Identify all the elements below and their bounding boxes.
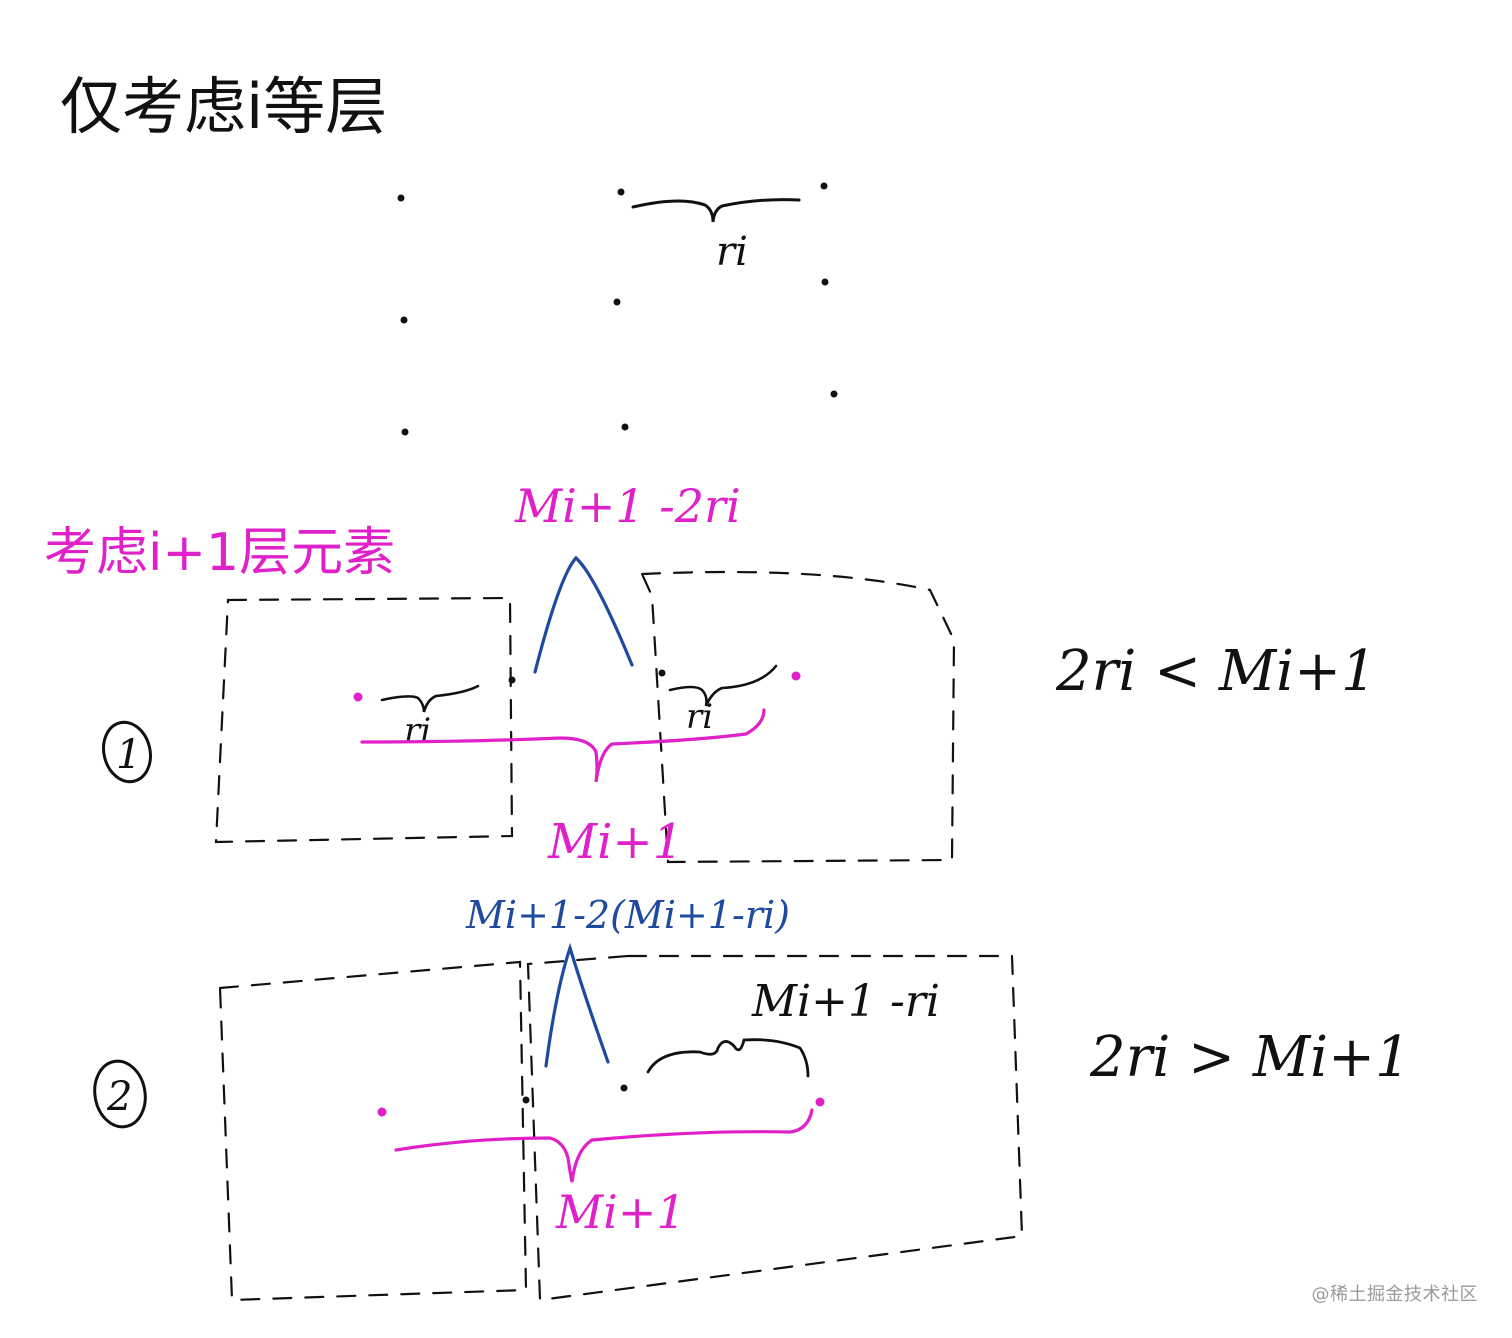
case1-number: 1 <box>116 732 141 778</box>
case2-dot-mid-right <box>620 1084 628 1092</box>
case2-dot-left <box>377 1107 387 1117</box>
grid-dot <box>613 298 621 306</box>
case1-number-circle <box>102 720 152 784</box>
case2-bottom-label: Mi+1 <box>555 1185 686 1239</box>
case1-dot-right <box>791 671 801 681</box>
case2-black-brace <box>646 1038 810 1078</box>
case2-condition: 2ri > Mi+1 <box>1089 1025 1411 1090</box>
case2-number: 2 <box>106 1074 132 1120</box>
case2-dot-mid-left <box>522 1096 530 1104</box>
case1-bottom-label: Mi+1 <box>547 814 683 870</box>
grid-dot <box>820 182 828 190</box>
case1-ri-right-label: ri <box>686 697 713 737</box>
case1-condition: 2ri < Mi+1 <box>1055 639 1377 704</box>
grid-dot <box>397 194 405 202</box>
case1-dot-mid-left <box>508 676 516 684</box>
case2-blue-peak <box>544 942 610 1068</box>
top-ri-brace <box>631 198 801 223</box>
grid-dot <box>830 390 838 398</box>
grid-dot <box>621 423 629 431</box>
grid-dot <box>401 428 409 436</box>
case2-brace-label: Mi+1 -ri <box>751 976 940 1027</box>
grid-dot <box>821 278 829 286</box>
case2-top-label: Mi+1-2(Mi+1-ri) <box>465 893 790 937</box>
case1-dot-mid-right <box>658 669 666 677</box>
grid-dot <box>617 188 625 196</box>
case1-top-label: Mi+1 -2ri <box>514 479 741 533</box>
section-heading: 考虑i+1层元素 <box>44 523 395 583</box>
case1-right-box <box>640 570 956 864</box>
watermark: @稀土掘金技术社区 <box>1311 1284 1478 1305</box>
case1-dot-left <box>353 692 363 702</box>
title: 仅考虑i等层 <box>60 70 387 143</box>
case2-left-box <box>218 960 528 1302</box>
case2-number-circle <box>93 1059 147 1129</box>
case2-magenta-brace <box>394 1108 814 1183</box>
case1-blue-peak <box>533 555 634 674</box>
case1-left-box <box>214 596 514 844</box>
case2-dot-right <box>815 1097 825 1107</box>
top-dot-grid <box>397 182 838 436</box>
grid-dot <box>400 316 408 324</box>
case1-ri-brace-right <box>668 664 778 707</box>
case1-magenta-brace <box>360 708 766 783</box>
case1-ri-brace-left <box>380 684 480 713</box>
case2-right-box <box>526 954 1024 1302</box>
top-ri-label: ri <box>716 229 748 275</box>
case1-ri-left-label: ri <box>404 711 431 751</box>
